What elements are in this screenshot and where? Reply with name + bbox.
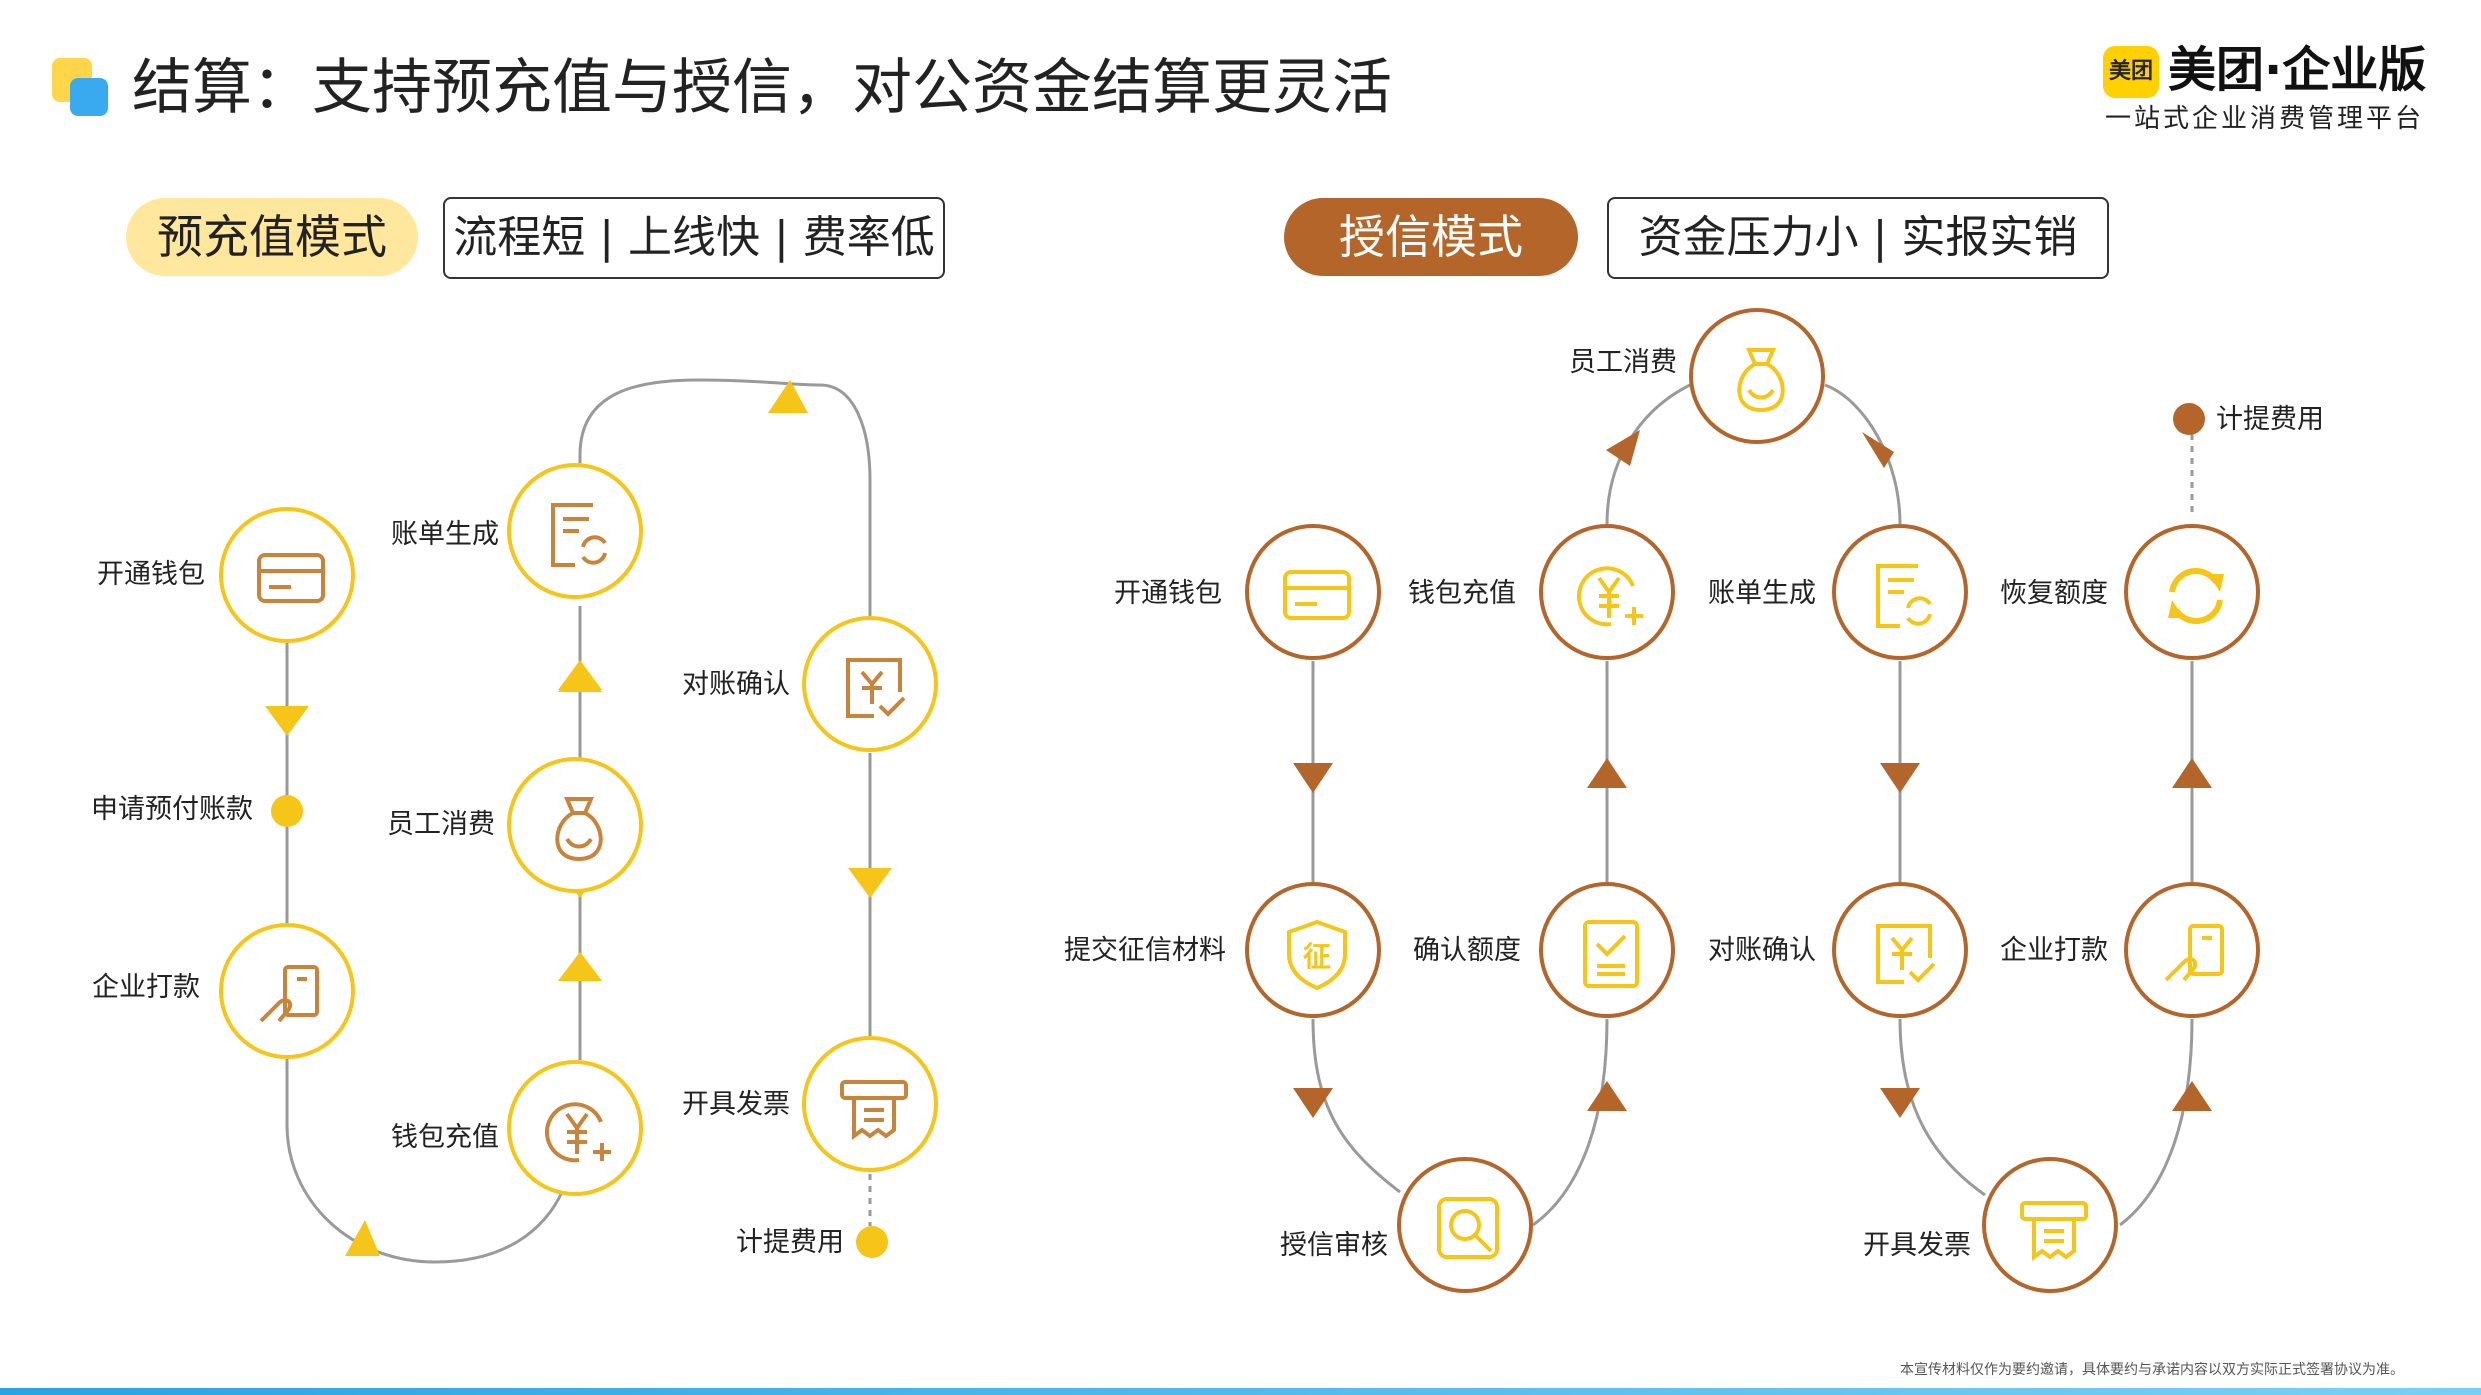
credit-label-staff-spend: 员工消费 (1569, 347, 1677, 378)
prepaid-label-accrue-expense: 计提费用 (736, 1227, 844, 1258)
credit-label-bill-generate: 账单生成 (1708, 578, 1816, 609)
credit-node-bill-generate (1832, 524, 1968, 660)
prepaid-node-open-wallet (219, 507, 355, 643)
hand-payment-icon (2164, 924, 2224, 982)
credit-node-restore-limit (2124, 524, 2260, 660)
prepaid-mode-pill: 预充值模式 (126, 198, 418, 276)
credit-label-submit-docs: 提交征信材料 (1064, 935, 1226, 966)
credit-tags-box: 资金压力小 | 实报实销 (1607, 197, 2109, 279)
credit-label-review: 授信审核 (1280, 1230, 1388, 1261)
yen-plus-icon (1576, 566, 1643, 627)
credit-node-company-pay (2124, 882, 2260, 1018)
prepaid-node-issue-invoice (802, 1036, 938, 1172)
credit-shield-icon: 征 (1287, 919, 1347, 991)
brand-tagline: 一站式企业消费管理平台 (2105, 104, 2425, 134)
prepaid-node-wallet-topup (507, 1060, 643, 1196)
credit-node-confirm-limit (1539, 882, 1675, 1018)
prepaid-label-wallet-topup: 钱包充值 (391, 1122, 499, 1153)
footer-disclaimer: 本宣传材料仅作为要约邀请，具体要约与承诺内容以双方实际正式签署协议为准。 (1900, 1362, 2404, 1378)
credit-label-confirm-limit: 确认额度 (1413, 935, 1521, 966)
yen-check-icon (846, 658, 906, 718)
credit-node-review (1397, 1157, 1533, 1293)
invoice-printer-icon (840, 1080, 908, 1140)
prepaid-label-bill-generate: 账单生成 (391, 519, 499, 550)
footer-bar (0, 1388, 2481, 1395)
credit-node-open-wallet (1245, 524, 1381, 660)
credit-label-restore-limit: 恢复额度 (2000, 578, 2108, 609)
brand-name: 美团·企业版 (2168, 42, 2427, 98)
prepaid-node-staff-spend (507, 757, 643, 893)
card-icon (1283, 570, 1351, 620)
prepaid-label-apply-prepay: 申请预付账款 (91, 794, 253, 825)
prepaid-label-staff-spend: 员工消费 (387, 809, 495, 840)
credit-node-issue-invoice (1982, 1157, 2118, 1293)
prepaid-label-reconcile: 对账确认 (682, 669, 790, 700)
money-bag-icon (555, 797, 603, 862)
prepaid-label-company-pay: 企业打款 (92, 972, 200, 1003)
checklist-icon (1583, 920, 1639, 988)
prepaid-dot-apply (271, 795, 303, 827)
credit-label-wallet-topup: 钱包充值 (1408, 578, 1516, 609)
yen-plus-icon (544, 1102, 611, 1163)
bill-refresh-icon (1876, 564, 1932, 628)
refresh-icon (2168, 567, 2224, 625)
credit-label-open-wallet: 开通钱包 (1114, 578, 1222, 609)
credit-node-wallet-topup (1539, 524, 1675, 660)
credit-label-issue-invoice: 开具发票 (1863, 1230, 1971, 1261)
prepaid-label-issue-invoice: 开具发票 (682, 1089, 790, 1120)
credit-node-reconcile (1832, 882, 1968, 1018)
credit-label-reconcile: 对账确认 (1708, 935, 1816, 966)
prepaid-tags-box: 流程短 | 上线快 | 费率低 (443, 197, 945, 279)
svg-text:征: 征 (1303, 940, 1331, 973)
prepaid-node-reconcile (802, 616, 938, 752)
search-doc-icon (1437, 1197, 1499, 1259)
credit-dot-accrue (2173, 403, 2205, 435)
credit-label-accrue-expense: 计提费用 (2216, 404, 2324, 435)
title-icon (52, 58, 112, 118)
prepaid-node-company-pay (219, 923, 355, 1059)
card-icon (257, 553, 325, 603)
hand-payment-icon (259, 965, 319, 1023)
credit-mode-pill: 授信模式 (1284, 198, 1578, 276)
credit-node-staff-spend (1689, 308, 1825, 444)
page-title: 结算：支持预充值与授信，对公资金结算更灵活 (132, 53, 1392, 123)
credit-node-submit-docs: 征 (1245, 882, 1381, 1018)
credit-label-company-pay: 企业打款 (2000, 935, 2108, 966)
money-bag-icon (1737, 348, 1785, 413)
invoice-printer-icon (2020, 1201, 2088, 1261)
prepaid-label-open-wallet: 开通钱包 (97, 559, 205, 590)
bill-refresh-icon (551, 503, 607, 567)
yen-check-icon (1876, 924, 1936, 984)
prepaid-dot-accrue (856, 1226, 888, 1258)
prepaid-node-bill-generate (507, 463, 643, 599)
brand-logo-badge: 美团 (2103, 46, 2159, 98)
